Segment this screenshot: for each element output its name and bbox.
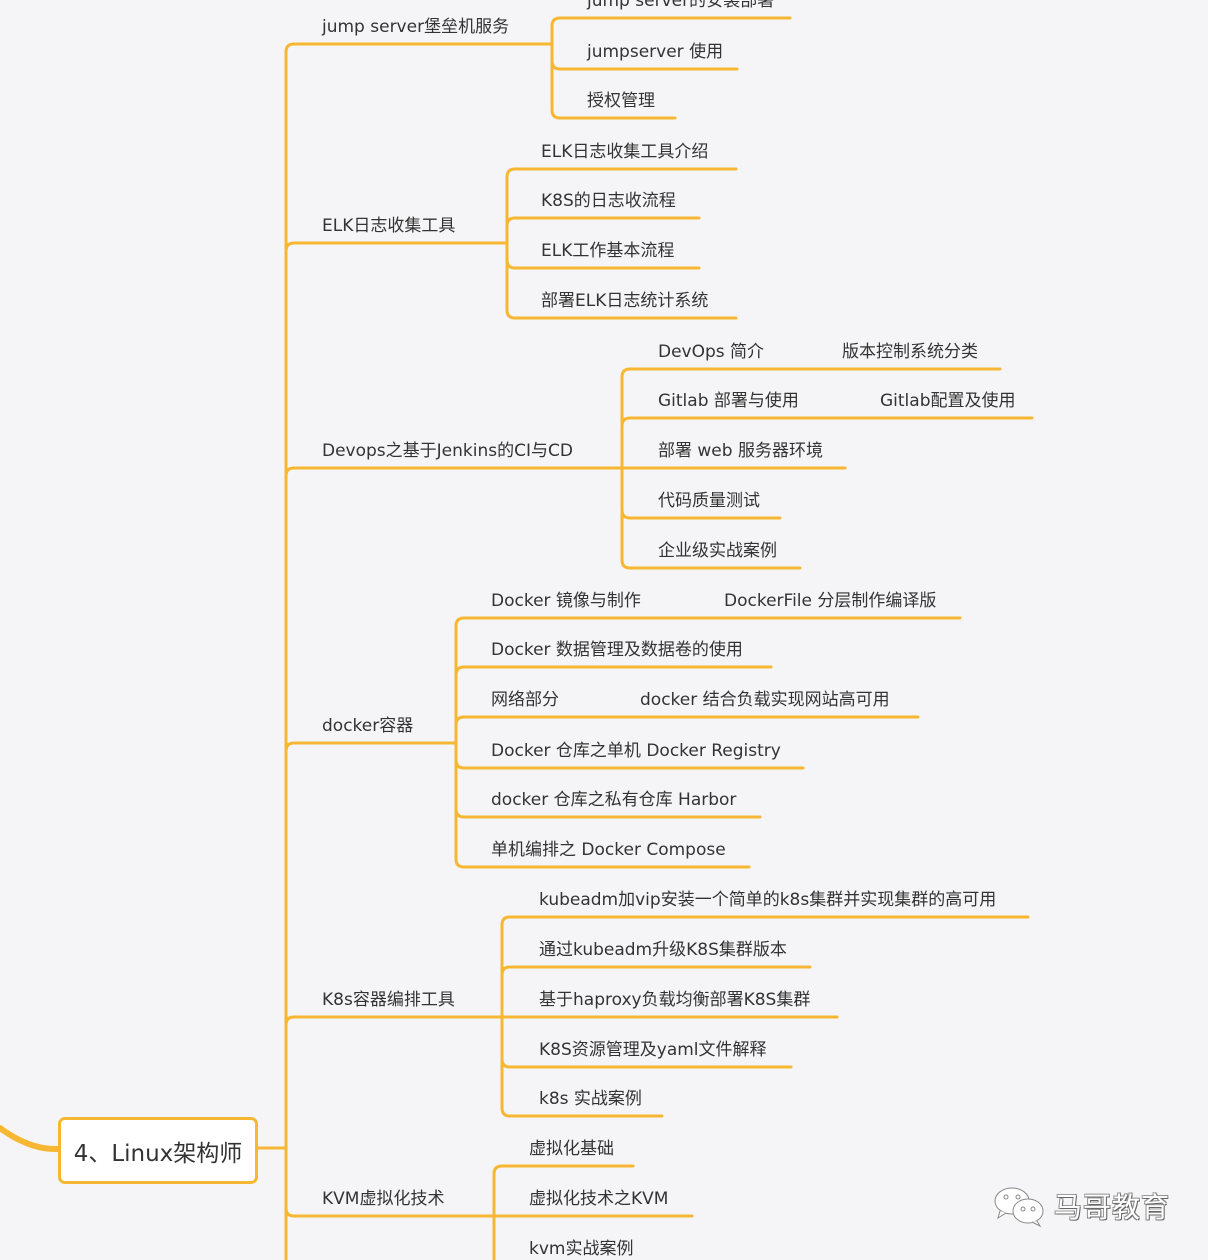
child-node[interactable]: 基于haproxy负载均衡部署K8S集群 xyxy=(539,990,811,1010)
child-connector xyxy=(618,367,787,470)
child-connector xyxy=(453,741,751,869)
subchild-node[interactable]: DockerFile 分层制作编译版 xyxy=(724,591,937,611)
branch-connector xyxy=(256,241,507,1150)
branch-node[interactable]: K8s容器编排工具 xyxy=(322,990,455,1010)
child-node[interactable]: Docker 镜像与制作 xyxy=(491,591,641,611)
subchild-node[interactable]: 版本控制系统分类 xyxy=(842,342,978,362)
child-node[interactable]: Docker 数据管理及数据卷的使用 xyxy=(491,640,743,660)
branch-node[interactable]: Devops之基于Jenkins的CI与CD xyxy=(322,441,573,461)
child-node[interactable]: 网络部分 xyxy=(491,690,559,710)
child-connector xyxy=(548,16,792,46)
child-connector xyxy=(453,715,612,745)
child-node[interactable]: Docker 仓库之单机 Docker Registry xyxy=(491,741,781,761)
child-node[interactable]: Gitlab 部署与使用 xyxy=(658,391,799,411)
child-connector xyxy=(503,216,701,245)
child-connector xyxy=(618,466,802,570)
root-label: 4、Linux架构师 xyxy=(73,1140,243,1167)
child-node[interactable]: 部署ELK日志统计系统 xyxy=(541,291,709,311)
branch-node[interactable]: KVM虚拟化技术 xyxy=(322,1189,445,1209)
child-connector xyxy=(498,965,812,1019)
child-node[interactable]: K8S的日志收流程 xyxy=(541,191,676,211)
child-node[interactable]: kvm实战案例 xyxy=(529,1239,634,1259)
child-node[interactable]: 企业级实战案例 xyxy=(658,541,777,561)
branch-connector xyxy=(256,1015,502,1150)
child-node[interactable]: 虚拟化基础 xyxy=(529,1139,614,1159)
child-connector xyxy=(498,915,1030,1019)
child-node[interactable]: 单机编排之 Docker Compose xyxy=(491,840,726,860)
watermark-label: 马哥教育 xyxy=(1054,1191,1171,1224)
branch-node[interactable]: jump server堡垒机服务 xyxy=(322,17,510,37)
child-node[interactable]: ELK日志收集工具介绍 xyxy=(541,142,709,162)
subchild-node[interactable]: docker 结合负载实现网站高可用 xyxy=(640,690,890,710)
child-connector xyxy=(453,665,773,745)
child-node[interactable]: 代码质量测试 xyxy=(658,491,760,511)
watermark: 马哥教育 xyxy=(992,1185,1170,1227)
child-node[interactable]: k8s 实战案例 xyxy=(539,1089,642,1109)
wechat-icon xyxy=(994,1187,1044,1227)
child-node[interactable]: kubeadm加vip安装一个简单的k8s集群并实现集群的高可用 xyxy=(539,890,997,910)
child-connector xyxy=(453,616,702,745)
child-connector xyxy=(548,42,677,120)
child-connector xyxy=(490,1214,496,1260)
child-node[interactable]: jump server的安装部署 xyxy=(587,0,775,11)
root-node[interactable]: 4、Linux架构师 xyxy=(58,1117,258,1184)
child-connector xyxy=(503,167,738,245)
child-node[interactable]: 授权管理 xyxy=(587,91,655,111)
child-node[interactable]: 部署 web 服务器环境 xyxy=(658,441,823,461)
subchild-node[interactable]: Gitlab配置及使用 xyxy=(880,391,1016,411)
branch-node[interactable]: ELK日志收集工具 xyxy=(322,216,456,236)
child-connector xyxy=(498,1015,664,1118)
child-node[interactable]: jumpserver 使用 xyxy=(587,42,724,62)
child-connector xyxy=(490,1164,635,1218)
branch-connector xyxy=(256,466,622,1150)
child-node[interactable]: 虚拟化技术之KVM xyxy=(529,1189,669,1209)
child-node[interactable]: 通过kubeadm升级K8S集群版本 xyxy=(539,940,787,960)
branch-node[interactable]: docker容器 xyxy=(322,716,414,736)
branch-connector xyxy=(256,42,552,1150)
child-connector xyxy=(618,416,817,470)
child-node[interactable]: DevOps 简介 xyxy=(658,342,765,362)
child-node[interactable]: ELK工作基本流程 xyxy=(541,241,675,261)
root-incoming-connector xyxy=(0,1125,61,1153)
child-node[interactable]: K8S资源管理及yaml文件解释 xyxy=(539,1040,767,1060)
child-connector xyxy=(503,241,738,320)
child-node[interactable]: docker 仓库之私有仓库 Harbor xyxy=(491,790,737,810)
branch-connector xyxy=(256,741,457,1150)
